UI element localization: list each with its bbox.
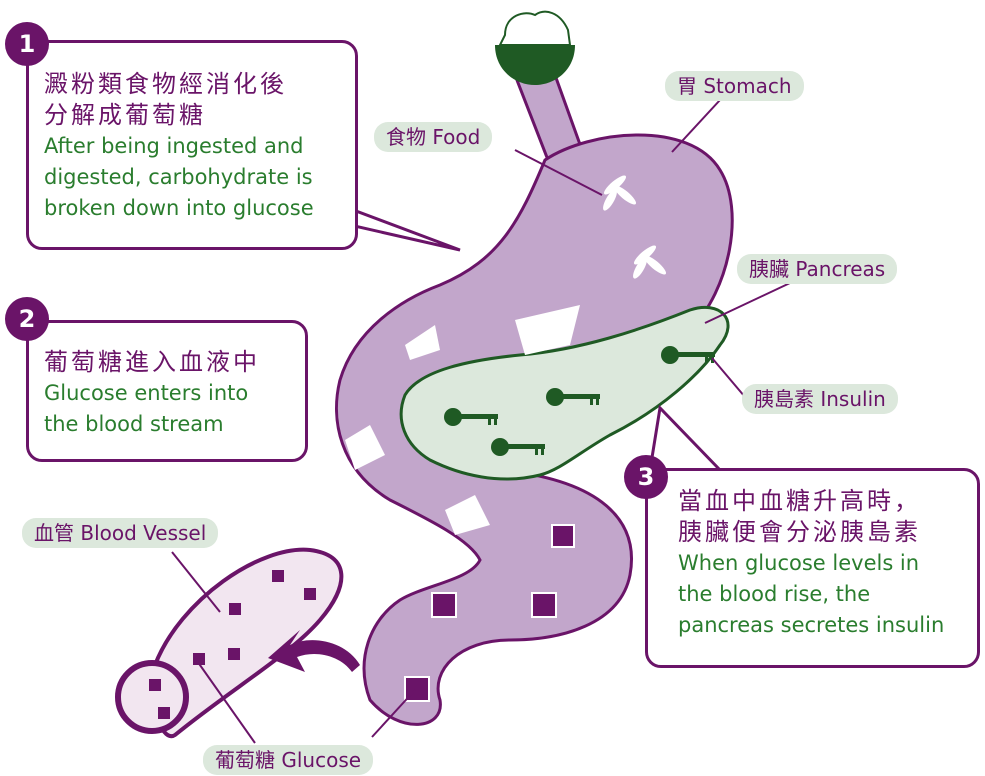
step-3-zh-line1: 當血中血糖升高時， <box>678 486 944 517</box>
step-2-en-line2: the blood stream <box>44 409 260 440</box>
callout-step-2: 葡萄糖進入血液中 Glucose enters into the blood s… <box>26 320 308 462</box>
step-1-badge: 1 <box>5 22 49 66</box>
step-3-zh-line2: 胰臟便會分泌胰島素 <box>678 517 944 548</box>
label-glucose: 葡萄糖 Glucose <box>203 745 373 775</box>
step-2-badge: 2 <box>5 297 49 341</box>
callout-tail-1 <box>340 205 460 250</box>
callout-step-1-text: 澱粉類食物經消化後 分解成葡萄糖 After being ingested an… <box>44 69 314 224</box>
label-stomach: 胃 Stomach <box>665 71 804 101</box>
label-food: 食物 Food <box>374 122 492 152</box>
label-pancreas: 胰臟 Pancreas <box>737 254 897 284</box>
step-1-zh-line2: 分解成葡萄糖 <box>44 100 314 131</box>
label-blood-vessel: 血管 Blood Vessel <box>22 518 218 548</box>
step-3-en-line1: When glucose levels in <box>678 548 944 579</box>
step-3-en-line3: pancreas secretes insulin <box>678 610 944 641</box>
step-1-en-line1: After being ingested and <box>44 131 314 162</box>
callout-step-3: 當血中血糖升高時， 胰臟便會分泌胰島素 When glucose levels … <box>645 468 980 668</box>
step-1-en-line3: broken down into glucose <box>44 193 314 224</box>
step-1-zh-line1: 澱粉類食物經消化後 <box>44 69 314 100</box>
label-insulin: 胰島素 Insulin <box>742 384 898 414</box>
callout-step-3-text: 當血中血糖升高時， 胰臟便會分泌胰島素 When glucose levels … <box>678 486 944 641</box>
step-3-en-line2: the blood rise, the <box>678 579 944 610</box>
callout-step-2-text: 葡萄糖進入血液中 Glucose enters into the blood s… <box>44 347 260 440</box>
rice-bowl-icon <box>495 12 575 85</box>
step-2-en-line1: Glucose enters into <box>44 378 260 409</box>
step-2-zh-line1: 葡萄糖進入血液中 <box>44 347 260 378</box>
callout-step-1: 澱粉類食物經消化後 分解成葡萄糖 After being ingested an… <box>26 40 358 250</box>
step-3-badge: 3 <box>624 455 668 499</box>
step-1-en-line2: digested, carbohydrate is <box>44 162 314 193</box>
